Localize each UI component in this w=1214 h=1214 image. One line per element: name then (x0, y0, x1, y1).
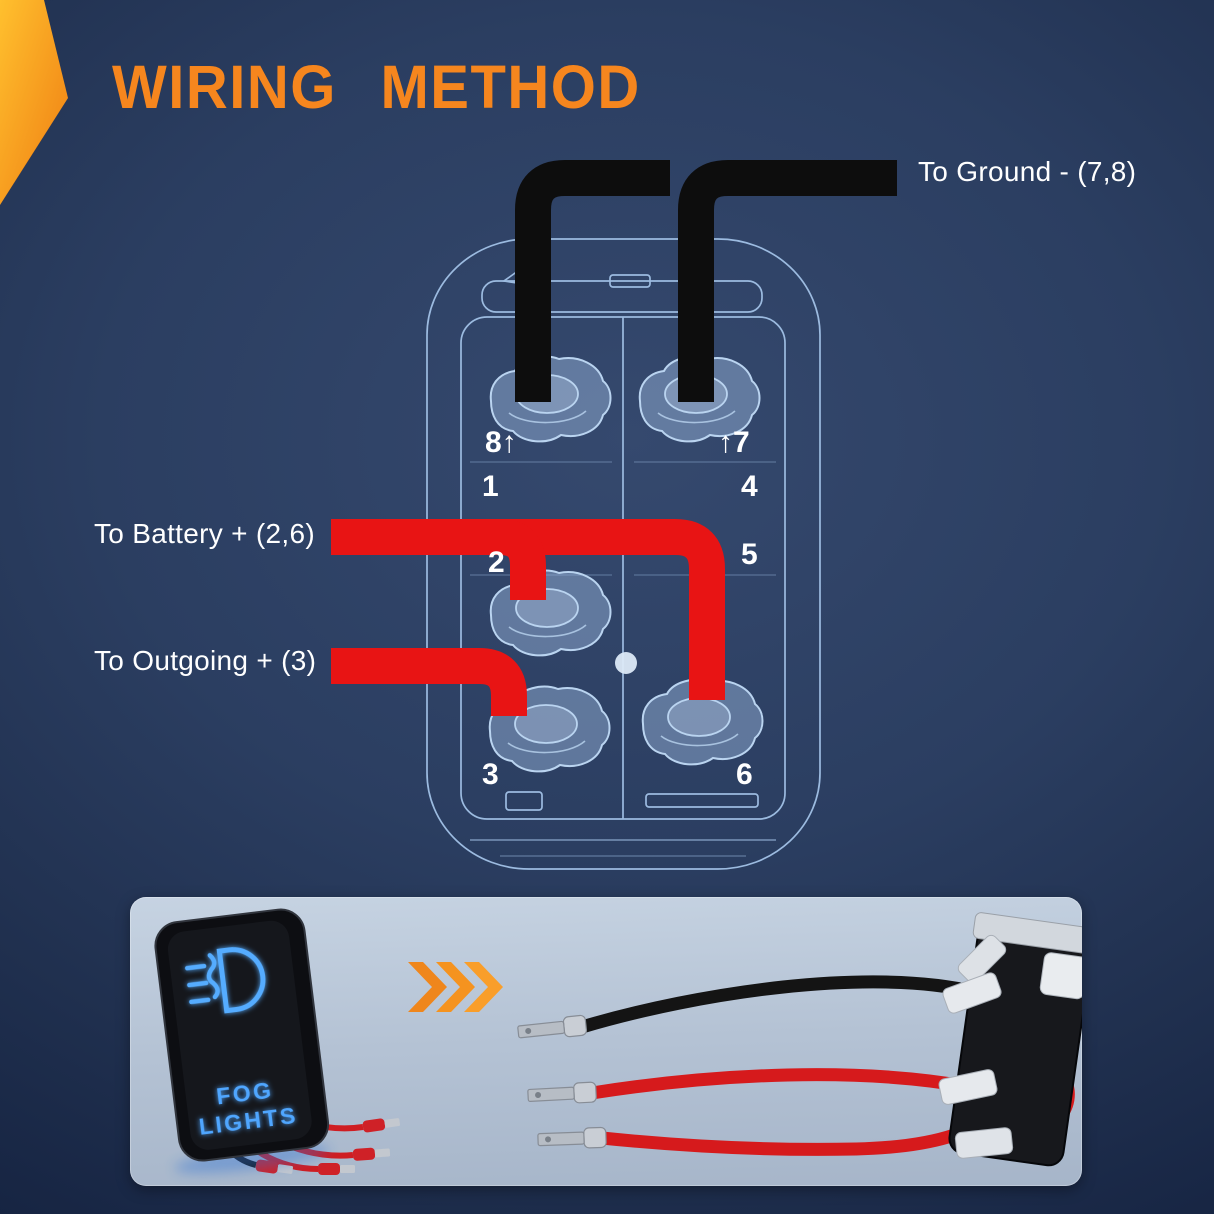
switch-back-housing (948, 912, 1082, 1167)
product-photos: FOG LIGHTS (154, 908, 1082, 1177)
terminal-label-1: 1 (482, 470, 499, 503)
chevrons-right-icon (408, 962, 503, 1012)
spade-terminal-red-2 (537, 1126, 607, 1151)
spade-terminal-red-1 (526, 1081, 598, 1107)
terminal-label-8: 8↑ (485, 426, 517, 459)
switch-back-photo (516, 912, 1082, 1167)
battery-wire (331, 519, 725, 700)
center-pivot-dot (615, 652, 637, 674)
connector-block-bottom (954, 1127, 1014, 1159)
ground-wire-right (678, 160, 897, 402)
connector-block-mid (938, 1069, 998, 1105)
terminal-label-3: 3 (482, 758, 499, 791)
outgoing-wire-label: To Outgoing + (3) (94, 645, 317, 676)
spade-terminal-black (516, 1014, 588, 1043)
terminal-label-6: 6 (736, 758, 753, 791)
connector-block-top (957, 934, 1007, 984)
terminal-2 (489, 569, 612, 657)
switch-front-photo: FOG LIGHTS (154, 908, 330, 1174)
battery-wire-branch (498, 519, 546, 600)
ground-wire-label: To Ground - (7,8) (918, 156, 1137, 187)
ground-wire-left (515, 160, 670, 402)
terminal-label-4: 4 (741, 470, 758, 503)
battery-wire-label: To Battery + (2,6) (94, 518, 315, 549)
terminal-label-7: ↑7 (718, 426, 750, 459)
page-title: WIRING METHOD (112, 53, 641, 122)
outgoing-wire (331, 648, 527, 716)
terminal-label-5: 5 (741, 538, 758, 571)
corner-ribbon-icon (0, 0, 68, 205)
connector-block-ground (942, 972, 1002, 1014)
product-photo-panel: FOG LIGHTS (130, 897, 1082, 1186)
fog-light-icon (184, 947, 266, 1014)
terminal-label-2: 2 (488, 546, 505, 579)
wires (331, 160, 897, 716)
switch-outline (426, 238, 821, 870)
terminal-numbers: 8↑ 1 ↑7 4 2 5 3 6 (482, 426, 758, 791)
